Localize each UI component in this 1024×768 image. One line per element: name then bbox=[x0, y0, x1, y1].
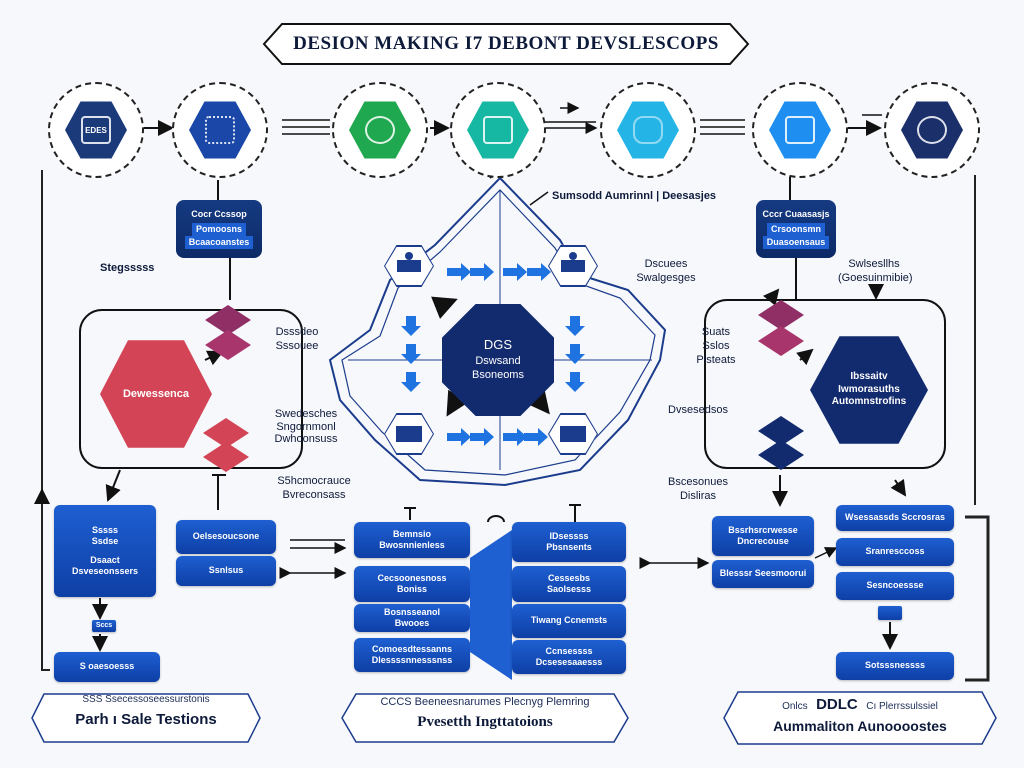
right-b-box-3[interactable]: Sesncoessse bbox=[836, 572, 954, 600]
sub-label-1: S5hcmocrauce bbox=[277, 475, 351, 487]
state-label-1: Suats bbox=[701, 326, 731, 338]
right-hex-node[interactable]: Ibssaitv Iwmorasuths Automnstrofins bbox=[810, 336, 928, 444]
left-process-box[interactable]: Sssss Ssdse Dsaact Dsveseonssers bbox=[54, 505, 156, 597]
decision-label-2: Sssouee bbox=[275, 339, 319, 352]
hex-node-4[interactable] bbox=[450, 82, 546, 178]
discuss-label-2: Swalgesges bbox=[636, 271, 696, 284]
strategies-label-2: Sngornmonl bbox=[276, 420, 336, 433]
hex-node-7[interactable] bbox=[884, 82, 980, 178]
bottom-center-title: Pvesetth Ingttatoions bbox=[417, 714, 553, 730]
right-b-box-4[interactable]: Sotsssnessss bbox=[836, 652, 954, 680]
hex-node-1[interactable]: EDES bbox=[48, 82, 144, 178]
flow-arrows bbox=[401, 263, 585, 446]
hex-node-5[interactable] bbox=[600, 82, 696, 178]
left-top-box[interactable]: Cocr Ccssop Pomoosns Bcaacoanstes bbox=[176, 200, 262, 258]
eco-label-2: Disliras bbox=[679, 489, 717, 502]
right-b-box-2[interactable]: Sranresccoss bbox=[836, 538, 954, 566]
bottom-center-sub: CCCS Beeneesnarumes Plecnyg Plemring bbox=[380, 696, 590, 708]
bottom-left-frame bbox=[31, 693, 261, 743]
left-loop-line bbox=[41, 170, 50, 671]
bottom-right-sub-c: Cı Plerrssulssiel bbox=[866, 701, 938, 712]
circuit-icon bbox=[349, 101, 411, 159]
bottom-right-title: Aummaliton Aunoooostes bbox=[773, 718, 947, 734]
right-a-box-2[interactable]: Blesssr Seesmoorui bbox=[712, 560, 814, 588]
center-funnel bbox=[470, 530, 512, 680]
lock-icon bbox=[769, 101, 831, 159]
sub-label-2: Bvreconsass bbox=[282, 488, 346, 501]
server-icon-tl bbox=[384, 244, 434, 288]
page-title: DESION MAKING I7 DEBONT DEVSLESCOPS bbox=[293, 33, 719, 54]
state-label-2: Sslos bbox=[702, 339, 730, 352]
server-icon-bl bbox=[384, 412, 434, 456]
right-top-box[interactable]: Cccr Cuaasasjs Crsoonsmn Duasoensaus bbox=[756, 200, 836, 258]
center-top-label: Sumsodd Aumrinnl | Deesasjes bbox=[552, 190, 717, 202]
right-small-tag bbox=[878, 606, 902, 620]
central-decision-node[interactable]: DGS Dswsand Bsoneoms bbox=[442, 304, 554, 416]
state-label-3: Plsteats bbox=[696, 353, 736, 366]
hex-node-6[interactable] bbox=[752, 82, 848, 178]
screen-icon bbox=[467, 101, 529, 159]
bottom-right-sub-a: Onlcs bbox=[782, 701, 808, 712]
title-banner bbox=[262, 23, 750, 65]
stag-label-1: Swlsesllhs bbox=[848, 258, 900, 270]
left-tag: Sccs bbox=[92, 620, 116, 632]
right-b-box-1[interactable]: Wsessassds Sccrosras bbox=[836, 505, 954, 531]
edes-bag-icon: EDES bbox=[65, 101, 127, 159]
decision-label-1: Dsssdeo bbox=[275, 326, 319, 338]
center-b-box-3[interactable]: Tiwang Ccnemsts bbox=[512, 604, 626, 638]
hex-node-3[interactable] bbox=[332, 82, 428, 178]
decision-outline bbox=[328, 176, 667, 487]
strategies-label-1: Swedesches bbox=[274, 408, 338, 420]
eco-label-1: Bscesonues bbox=[668, 476, 728, 488]
chip-icon bbox=[189, 101, 251, 159]
desc-label: Dvsesedsos bbox=[668, 404, 728, 416]
bottom-left-sub: SSS Ssecessoseessurstonis bbox=[82, 694, 210, 705]
cloud-icon bbox=[617, 101, 679, 159]
hex-node-2[interactable] bbox=[172, 82, 268, 178]
stages-label: Stegsssss bbox=[100, 262, 155, 274]
bottom-right-sub-b: DDLC bbox=[816, 696, 858, 713]
bottom-left-title: Parh ı Sale Testions bbox=[75, 711, 217, 728]
left-col-b-box-2[interactable]: Ssnlsus bbox=[176, 556, 276, 586]
left-col-b-box-1[interactable]: Oelsesoucsone bbox=[176, 520, 276, 554]
gear-icon bbox=[901, 101, 963, 159]
bottom-right-frame bbox=[723, 691, 997, 745]
discuss-label-1: Dscuees bbox=[644, 258, 688, 270]
strategies-label-3: Dwhoonsuss bbox=[274, 433, 338, 446]
stag-label-2: (Goesuinmibie) bbox=[838, 271, 913, 284]
left-bottom-box[interactable]: S oaesoesss bbox=[54, 652, 160, 682]
bottom-center-frame bbox=[341, 693, 629, 743]
